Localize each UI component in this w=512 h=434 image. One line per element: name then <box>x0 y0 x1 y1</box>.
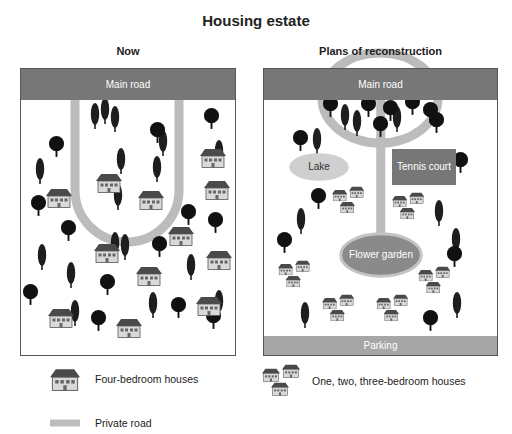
area-label: Tennis court <box>394 161 454 173</box>
area-label: Lake <box>305 161 333 173</box>
legend-entry: One, two, three-bedroom houses <box>262 364 466 398</box>
legend-label: Four-bedroom houses <box>95 373 198 385</box>
four-bedroom-house <box>94 244 120 263</box>
conifer-tree <box>36 158 44 184</box>
legend-sample <box>262 364 302 398</box>
round-tree <box>171 297 186 318</box>
conifer-tree <box>353 110 361 136</box>
round-tree <box>61 220 76 241</box>
four-bedroom-house <box>206 251 232 270</box>
round-tree <box>23 284 38 305</box>
round-tree <box>373 116 388 137</box>
area-label: Main road <box>103 79 153 91</box>
legend-entry: Private road <box>50 416 152 430</box>
round-tree <box>181 204 196 225</box>
conifer-tree <box>149 292 157 318</box>
small-house-cluster <box>392 193 424 219</box>
ellipse-shape <box>289 153 349 181</box>
conifer-tree <box>297 208 305 234</box>
conifer-tree <box>121 234 129 260</box>
round-tree <box>49 136 64 157</box>
round-tree <box>277 232 292 253</box>
lake-shape: Lake <box>288 152 350 182</box>
legend-label: One, two, three-bedroom houses <box>312 375 466 387</box>
tree-group <box>23 94 468 331</box>
conifer-tree <box>101 98 109 124</box>
small-house-cluster <box>332 187 364 213</box>
small-house-cluster <box>418 267 450 293</box>
small-house-cluster <box>376 295 408 321</box>
conifer-tree <box>341 104 349 130</box>
round-tree <box>100 274 115 295</box>
area-label: Parking <box>361 340 401 352</box>
legend-entry: Four-bedroom houses <box>50 368 198 391</box>
four-bedroom-house <box>116 319 142 338</box>
four-bedroom-house <box>138 191 164 210</box>
conifer-tree <box>67 262 75 288</box>
round-tree <box>152 236 167 257</box>
four-bedroom-house <box>46 189 72 208</box>
road-sample <box>50 420 80 427</box>
panel-heading: Now <box>21 45 235 57</box>
private-road-loop <box>75 100 179 242</box>
conifer-tree <box>187 254 195 280</box>
round-tree <box>447 246 462 267</box>
round-tree <box>204 108 219 129</box>
panel-heading: Plans of reconstruction <box>264 45 497 57</box>
map-panel: NowMain road <box>20 68 236 356</box>
title: Housing estate <box>0 12 512 29</box>
round-tree <box>91 310 106 331</box>
legend-sample <box>50 368 80 391</box>
conifer-tree <box>453 292 461 318</box>
four-bedroom-house <box>196 297 222 316</box>
round-tree <box>31 195 46 216</box>
round-tree <box>311 188 326 209</box>
house-group <box>46 149 450 338</box>
conifer-tree <box>111 106 119 132</box>
conifer-tree <box>153 156 161 182</box>
four-bedroom-house <box>48 309 74 328</box>
flower-garden: Flower garden <box>339 232 423 278</box>
conifer-tree <box>313 128 321 154</box>
four-bedroom-house <box>200 149 226 168</box>
four-bedroom-house <box>96 174 122 193</box>
tennis-court: Tennis court <box>392 149 456 185</box>
main-road-band: Main road <box>264 69 497 100</box>
round-tree <box>150 122 165 143</box>
conifer-tree <box>435 200 443 226</box>
parking-band: Parking <box>264 336 497 355</box>
conifer-tree <box>301 302 309 328</box>
four-bedroom-house <box>136 267 162 286</box>
round-tree <box>429 112 444 133</box>
area-label: Flower garden <box>346 249 416 261</box>
conifer-tree <box>117 148 125 174</box>
small-house-cluster <box>278 261 310 287</box>
conifer-tree <box>38 244 46 270</box>
legend-sample <box>50 416 80 430</box>
ellipse-shape <box>341 234 422 276</box>
round-tree <box>208 212 223 233</box>
conifer-tree <box>91 103 99 129</box>
four-bedroom-house <box>204 181 230 200</box>
round-tree <box>423 310 438 331</box>
small-house-cluster <box>322 295 354 321</box>
four-bedroom-house <box>168 227 194 246</box>
main-road-band: Main road <box>21 69 235 100</box>
area-label: Main road <box>355 79 405 91</box>
map-panel: Plans of reconstructionMain roadLakeTenn… <box>263 68 498 356</box>
house-sample <box>262 365 300 396</box>
house-sample <box>50 369 80 390</box>
legend-label: Private road <box>95 417 152 429</box>
round-tree <box>293 130 308 151</box>
